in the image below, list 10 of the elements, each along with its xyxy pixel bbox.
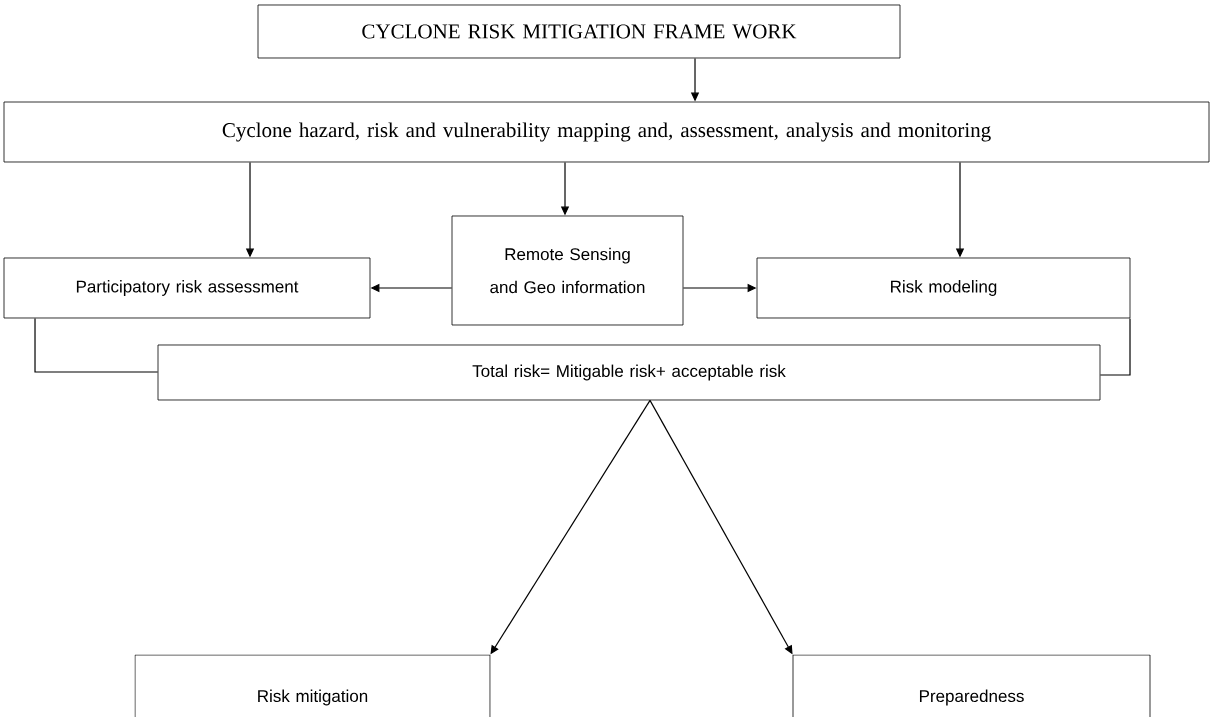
connector-line <box>1099 317 1131 376</box>
process-box: CYCLONE RISK MITIGATION FRAME WORK <box>257 4 901 59</box>
connector-line <box>34 317 159 373</box>
process-box: Preparedness <box>792 654 1151 717</box>
process-box: Remote Sensing and Geo information <box>451 215 684 326</box>
process-box: Cyclone hazard, risk and vulnerability mapping and, assessment, analysis and monitoring <box>3 101 1210 163</box>
process-box: Risk modeling <box>756 257 1131 319</box>
process-box: Risk mitigation <box>134 654 491 717</box>
process-box: Participatory risk assessment <box>3 257 371 319</box>
process-box: Total risk= Mitigable risk+ acceptable risk <box>157 344 1101 401</box>
